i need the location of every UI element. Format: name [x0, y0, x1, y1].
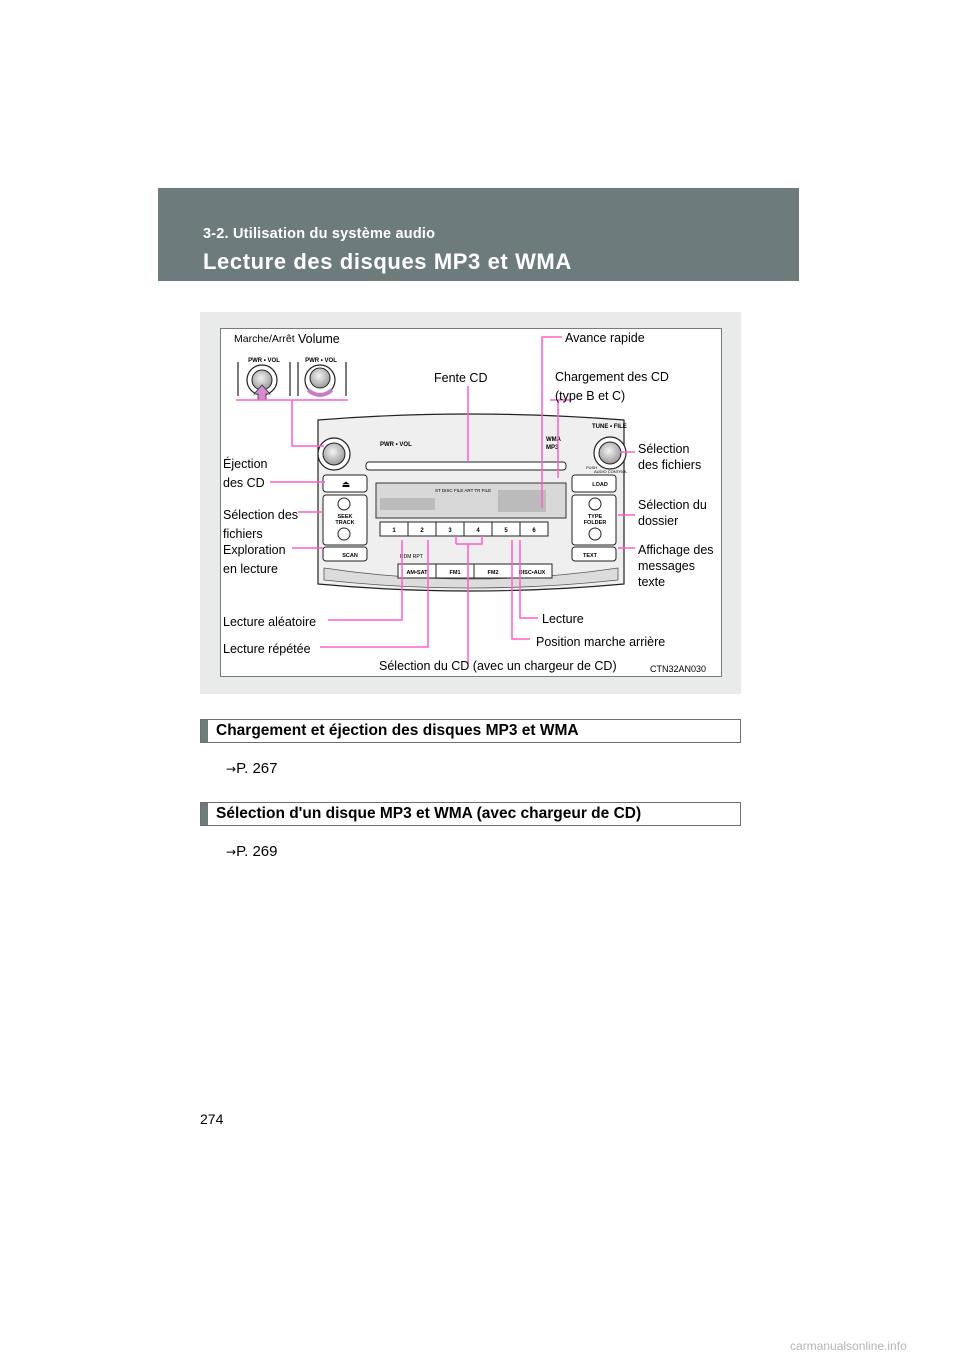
- seek-label: SEEK: [338, 514, 353, 520]
- folder-down-icon: [588, 527, 602, 541]
- label-selection-cd: Sélection du CD (avec un chargeur de CD): [379, 659, 617, 673]
- label-selection-fichiers-r1: Sélection: [638, 442, 689, 456]
- arrow-icon: →: [226, 845, 237, 859]
- text-label: TEXT: [583, 553, 598, 559]
- label-position-arriere: Position marche arrière: [536, 635, 665, 649]
- preset-button-6[interactable]: [519, 521, 549, 537]
- page-ref: P. 267: [236, 760, 278, 777]
- unit-power-label: PWR • VOL: [380, 442, 412, 448]
- knob-detail-inset: PWR • VOL PWR • VOL: [234, 348, 348, 402]
- text-button[interactable]: [571, 546, 617, 562]
- scan-label: SCAN: [342, 553, 358, 559]
- label-ejection-2: des CD: [223, 476, 265, 490]
- page-reference-269[interactable]: →P. 269: [226, 843, 278, 860]
- preset-buttons: 1 2 3 4 5 6: [379, 521, 549, 537]
- svg-text:4: 4: [476, 528, 480, 534]
- load-label: LOAD: [592, 482, 608, 488]
- heading-bar: [201, 803, 208, 825]
- label-lecture: Lecture: [542, 612, 584, 626]
- type-label: TYPE: [588, 514, 603, 520]
- svg-text:6: 6: [532, 528, 536, 534]
- watermark: carmanualsonline.info: [790, 1339, 907, 1353]
- sub-heading-selection: Sélection d'un disque MP3 et WMA (avec c…: [200, 802, 741, 826]
- audio-control-label: AUDIO CONTROL: [594, 469, 628, 474]
- load-button[interactable]: [571, 474, 617, 493]
- section-label: 3-2. Utilisation du système audio: [203, 226, 436, 242]
- heading-text: Sélection d'un disque MP3 et WMA (avec c…: [216, 805, 642, 822]
- audio-head-unit: ST DISC FILE ART TR FILE PWR • VOL WMA M…: [317, 413, 628, 592]
- heading-text: Chargement et éjection des disques MP3 e…: [216, 722, 579, 739]
- header-band: [158, 188, 799, 281]
- audio-unit-diagram: PWR • VOL PWR • VOL ST DISC FILE ART TR …: [223, 331, 714, 674]
- eject-icon: ⏏: [342, 479, 351, 489]
- svg-text:FM1: FM1: [450, 570, 461, 576]
- label-affichage-2: messages: [638, 559, 695, 573]
- label-exploration-1: Exploration: [223, 543, 286, 557]
- page-reference-267[interactable]: →P. 267: [226, 760, 278, 777]
- folder-label: FOLDER: [584, 520, 607, 526]
- inset-power-label: PWR • VOL: [248, 358, 280, 364]
- label-volume: Volume: [298, 332, 340, 346]
- display-status: ST DISC FILE ART TR FILE: [435, 488, 491, 493]
- callout-lines: [236, 336, 635, 664]
- label-chargement-1: Chargement des CD: [555, 370, 669, 384]
- unit-tune-label: TUNE • FILE: [592, 424, 627, 430]
- label-selection-fichiers-l1: Sélection des: [223, 508, 298, 522]
- page-ref: P. 269: [236, 843, 278, 860]
- rdm-rpt-label: RDM RPT: [400, 554, 423, 560]
- scan-button[interactable]: [322, 546, 368, 562]
- page-number: 274: [200, 1111, 224, 1127]
- page-title: Lecture des disques MP3 et WMA: [203, 249, 572, 274]
- rotate-arrow-icon: [306, 388, 334, 397]
- eject-button[interactable]: [322, 474, 368, 493]
- svg-text:FM2: FM2: [488, 570, 499, 576]
- label-selection-dossier-1: Sélection du: [638, 498, 707, 512]
- label-avance-rapide: Avance rapide: [565, 331, 645, 345]
- label-exploration-2: en lecture: [223, 562, 278, 576]
- cd-slot: [365, 461, 567, 471]
- sub-heading-chargement: Chargement et éjection des disques MP3 e…: [200, 719, 741, 743]
- svg-text:5: 5: [504, 528, 508, 534]
- callout-labels: Marche/Arrêt Volume Avance rapide Fente …: [223, 331, 714, 674]
- inset-volume-label: PWR • VOL: [305, 358, 337, 364]
- wma-logo: WMA: [546, 437, 562, 443]
- mp3-logo: MP3: [546, 445, 559, 451]
- figure-code: CTN32AN030: [650, 664, 706, 674]
- push-label: PUSH: [586, 465, 597, 470]
- svg-text:1: 1: [392, 528, 396, 534]
- label-fente-cd: Fente CD: [434, 371, 488, 385]
- label-selection-fichiers-l2: fichiers: [223, 527, 263, 541]
- seek-up-icon: [337, 497, 351, 511]
- svg-text:AM•SAT: AM•SAT: [406, 570, 428, 576]
- svg-text:2: 2: [420, 528, 424, 534]
- label-affichage-1: Affichage des: [638, 543, 714, 557]
- seek-down-icon: [337, 527, 351, 541]
- label-ejection-1: Éjection: [223, 456, 268, 471]
- track-label: TRACK: [335, 520, 354, 526]
- svg-text:DISC•AUX: DISC•AUX: [519, 570, 546, 576]
- label-selection-fichiers-r2: des fichiers: [638, 458, 701, 472]
- folder-up-icon: [588, 497, 602, 511]
- label-marche-arret: Marche/Arrêt: [234, 333, 295, 345]
- label-lecture-aleatoire: Lecture aléatoire: [223, 615, 316, 629]
- label-lecture-repetee: Lecture répétée: [223, 642, 311, 656]
- label-affichage-3: texte: [638, 575, 665, 589]
- label-chargement-2: (type B et C): [555, 389, 625, 403]
- seek-track-button[interactable]: [322, 494, 368, 546]
- heading-bar: [201, 720, 208, 742]
- arrow-icon: →: [226, 762, 237, 776]
- svg-text:3: 3: [448, 528, 452, 534]
- type-folder-button[interactable]: [571, 494, 617, 546]
- label-selection-dossier-2: dossier: [638, 514, 678, 528]
